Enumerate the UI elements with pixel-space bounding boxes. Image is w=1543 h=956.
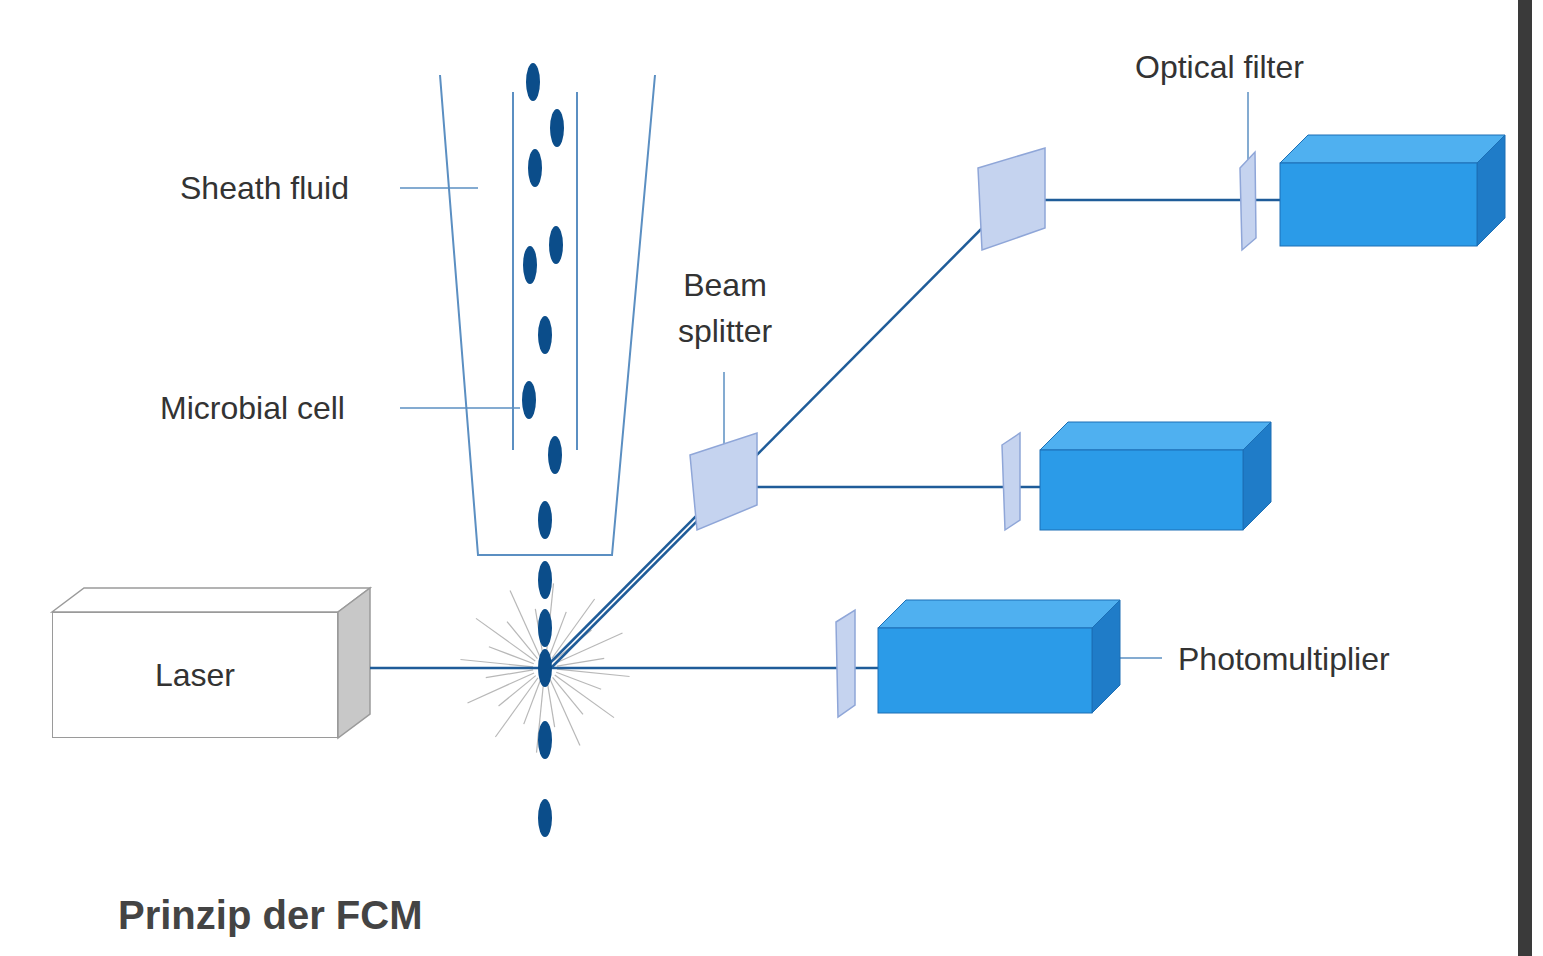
sheath-fluid-label: Sheath fluid (180, 165, 349, 211)
photomultiplier-box (1280, 135, 1505, 246)
burst-ray (550, 679, 580, 746)
microbial-cell (538, 316, 552, 354)
burst-ray (557, 658, 604, 666)
beam-splitter (690, 433, 757, 530)
light-beam (1020, 486, 1040, 489)
photomultiplier-label: Photomultiplier (1178, 636, 1390, 682)
light-beam (1256, 199, 1280, 202)
optical-filter-label: Optical filter (1135, 44, 1304, 90)
microbial-cell (538, 649, 552, 687)
burst-ray (460, 660, 533, 667)
burst-ray (468, 673, 535, 703)
burst-ray (547, 680, 555, 727)
burst-ray (476, 618, 535, 661)
light-beam (855, 667, 878, 670)
burst-ray (557, 669, 630, 676)
microbial-cell-label: Microbial cell (160, 385, 345, 431)
leader-lines (400, 92, 1248, 658)
microbial-cell (538, 799, 552, 837)
node-label: Laser (155, 657, 235, 694)
edge-bar (1518, 0, 1532, 956)
microbial-cell (538, 561, 552, 599)
microbial-cell (522, 381, 536, 419)
microbial-cells (522, 63, 564, 837)
light-beam (370, 667, 838, 670)
laser-top (52, 588, 370, 612)
burst-ray (555, 675, 614, 718)
mirror (978, 148, 1045, 250)
burst-ray (495, 678, 538, 737)
microbial-cell (538, 501, 552, 539)
microbial-cell (528, 149, 542, 187)
light-beams (370, 200, 1280, 668)
laser-box: Laser (52, 612, 338, 738)
microbial-cell (526, 63, 540, 101)
burst-ray (486, 670, 533, 678)
photomultipliers (878, 135, 1505, 713)
microbial-cell (523, 246, 537, 284)
microbial-cell (538, 609, 552, 647)
burst-ray (552, 599, 595, 658)
photomultiplier-box (1040, 422, 1271, 530)
photomultiplier-box (878, 600, 1120, 713)
microbial-cell (538, 721, 552, 759)
caption: Prinzip der FCM (118, 893, 422, 938)
light-beam (725, 486, 1004, 489)
microbial-cell (548, 436, 562, 474)
laser-side (338, 588, 370, 738)
beam-splitter-label: Beam splitter (655, 262, 795, 355)
microbial-cell (550, 109, 564, 147)
burst-ray (510, 591, 540, 658)
microbial-cell (549, 226, 563, 264)
nozzle (440, 75, 655, 555)
